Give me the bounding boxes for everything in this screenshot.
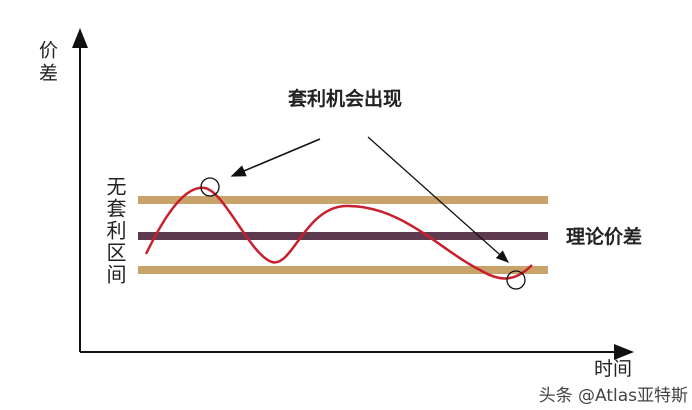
annotation-label: 套利机会出现: [288, 88, 403, 110]
band-label: 无套利区间: [103, 176, 127, 286]
arrow-to-upper: [230, 138, 321, 177]
y-axis-label: 价差: [36, 40, 58, 86]
upper-opportunity-circle: [200, 177, 220, 197]
arrow-to-lower: [367, 136, 509, 263]
theory-label: 理论价差: [566, 226, 643, 248]
spread-curve: [144, 186, 533, 280]
x-axis-label: 时间: [594, 358, 633, 380]
lower-opportunity-circle: [506, 270, 526, 290]
watermark: 头条 @Atlas亚特斯: [538, 386, 688, 406]
